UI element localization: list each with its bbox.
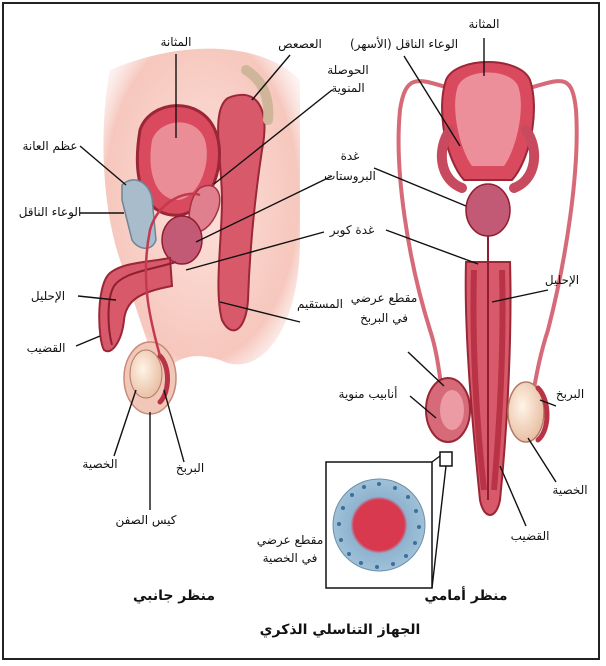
label-front-epid-section-1: مقطع عرضي [351,291,418,306]
leader-side-testis [114,390,136,456]
label-front-epid-section-2: في البربخ [360,311,408,326]
label-side-epididymis: البربخ [176,461,204,476]
label-side-seminal-1: الحوصلة [327,63,369,78]
front-bladder-inner [455,73,521,167]
side-prostate [162,216,202,264]
front-testis-left-inner [440,390,464,430]
front-prostate [466,184,510,236]
testis-section-inset [326,452,452,588]
label-side-cowper: غدة كوبر [329,223,375,238]
label-front-tubules: أنابيب منوية [339,386,398,402]
leader-front-penis [500,466,526,526]
leader-front-cowper [386,230,478,264]
inset-connector-top [432,456,440,462]
label-front-epididymis: البربخ [556,387,584,402]
side-testis [130,350,162,398]
label-front-urethra: الإحليل [545,273,579,287]
label-view-side: منظر جانبي [133,588,215,604]
leader-front-testis [528,438,556,482]
label-front-bladder: المثانة [469,17,500,31]
inset-connector-bottom [432,466,446,588]
label-side-penis: القضيب [27,341,66,355]
front-view [399,62,577,515]
leader-side-epididymis [164,390,184,462]
label-front-testis: الخصية [552,483,587,497]
inset-lumen [355,501,403,549]
label-front-penis: القضيب [511,529,550,543]
label-side-prostate-1: غدة [341,149,360,163]
label-side-bladder: المثانة [161,35,192,49]
label-view-front: منظر أمامي [424,586,507,604]
label-side-testis: الخصية [82,457,117,471]
label-side-scrotum: كيس الصفن [115,513,176,528]
label-side-rectum: المستقيم [297,297,343,311]
label-side-coccyx: العصعص [278,37,322,52]
label-side-urethra: الإحليل [31,289,65,303]
label-side-pubic: عظم العانة [22,139,77,153]
inset-target-marker [440,452,452,466]
leader-side-penis [76,336,100,346]
figure-title: الجهاز التناسلي الذكري [260,622,421,639]
label-side-prostate-2: البروستات [324,169,376,184]
label-front-vas: الوعاء الناقل (الأسهر) [350,36,458,52]
label-front-testis-section-2: في الخصية [263,551,318,565]
label-side-vas: الوعاء الناقل [19,205,82,220]
label-side-seminal-2: المنوية [331,81,365,96]
side-view [99,49,300,414]
label-front-testis-section-1: مقطع عرضي [257,533,324,548]
